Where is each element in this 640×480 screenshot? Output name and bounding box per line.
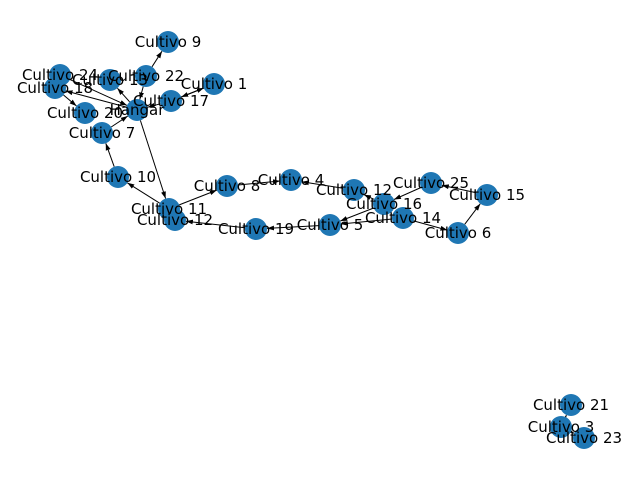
edge-cultivo-7-to-hangar (110, 115, 129, 128)
node-cultivo-12-right[interactable] (343, 179, 365, 201)
edge-cultivo-3-to-cultivo-21 (561, 414, 567, 423)
node-label-hangar: Hangar (110, 101, 166, 119)
node-label-cultivo-12-left: Cultivo 12 (137, 211, 213, 229)
node-cultivo-7[interactable] (91, 122, 113, 144)
node-cultivo-8[interactable] (216, 175, 238, 197)
edge-cultivo-25-to-cultivo-16 (393, 187, 422, 200)
node-label-cultivo-3: Cultivo 3 (528, 418, 595, 436)
node-label-cultivo-13: Cultivo 13 (72, 71, 148, 89)
node-cultivo-13[interactable] (99, 69, 121, 91)
node-cultivo-5[interactable] (319, 214, 341, 236)
node-label-cultivo-22: Cultivo 22 (108, 67, 184, 85)
node-label-cultivo-5: Cultivo 5 (297, 216, 364, 234)
edge-cultivo-5-to-cultivo-19 (266, 225, 320, 231)
node-label-cultivo-1: Cultivo 1 (181, 75, 248, 93)
node-cultivo-16[interactable] (373, 193, 395, 215)
node-label-cultivo-11: Cultivo 11 (131, 200, 207, 218)
node-cultivo-10[interactable] (107, 166, 129, 188)
edges-layer (63, 50, 575, 434)
node-hangar[interactable] (126, 99, 148, 121)
edge-cultivo-12-right-to-cultivo-4 (301, 180, 344, 189)
edge-cultivo-22-to-cultivo-9 (151, 50, 163, 68)
edge-cultivo-14-to-cultivo-6 (413, 220, 448, 231)
node-label-cultivo-17: Cultivo 17 (133, 92, 209, 110)
edge-cultivo-11-to-cultivo-8 (179, 189, 217, 206)
node-label-cultivo-21: Cultivo 21 (533, 396, 609, 414)
edge-cultivo-14-to-cultivo-5 (340, 218, 393, 226)
node-cultivo-6[interactable] (447, 222, 469, 244)
edge-hangar-to-cultivo-18 (65, 90, 127, 108)
node-label-cultivo-14: Cultivo 14 (365, 209, 441, 227)
node-label-cultivo-20: Cultivo 20 (47, 104, 123, 122)
node-cultivo-9[interactable] (157, 31, 179, 53)
node-label-cultivo-15: Cultivo 15 (449, 186, 525, 204)
node-label-cultivo-24: Cultivo 24 (22, 66, 98, 84)
edge-cultivo-24-to-hangar (69, 79, 128, 106)
node-cultivo-22[interactable] (135, 65, 157, 87)
edge-cultivo-16-to-cultivo-12-right (363, 194, 375, 200)
edge-cultivo-22-to-hangar (139, 86, 144, 100)
edge-cultivo-19-to-cultivo-12-left (185, 219, 246, 229)
node-cultivo-4[interactable] (280, 169, 302, 191)
node-label-cultivo-9: Cultivo 9 (135, 33, 202, 51)
node-cultivo-17[interactable] (160, 90, 182, 112)
node-cultivo-19[interactable] (245, 218, 267, 240)
node-label-cultivo-8: Cultivo 8 (194, 177, 261, 195)
node-cultivo-23[interactable] (573, 427, 595, 449)
node-label-cultivo-18: Cultivo 18 (17, 79, 93, 97)
edge-cultivo-17-to-cultivo-1 (181, 87, 204, 98)
node-cultivo-15[interactable] (476, 184, 498, 206)
nodes-layer (44, 31, 595, 449)
node-label-cultivo-25: Cultivo 25 (393, 174, 469, 192)
node-label-cultivo-6: Cultivo 6 (425, 224, 492, 242)
node-cultivo-3[interactable] (550, 416, 572, 438)
edge-cultivo-15-to-cultivo-25 (441, 184, 477, 194)
node-label-cultivo-4: Cultivo 4 (258, 171, 325, 189)
node-cultivo-24[interactable] (49, 64, 71, 86)
edge-cultivo-18-to-cultivo-20 (63, 94, 77, 107)
edge-cultivo-17-to-hangar (147, 103, 161, 108)
edge-cultivo-3-to-cultivo-23 (566, 427, 575, 434)
edge-cultivo-8-to-cultivo-4 (237, 179, 281, 186)
node-label-cultivo-23: Cultivo 23 (546, 429, 622, 447)
node-cultivo-12-left[interactable] (164, 209, 186, 231)
node-label-cultivo-16: Cultivo 16 (346, 195, 422, 213)
edge-hangar-to-cultivo-13 (117, 87, 130, 103)
node-cultivo-1[interactable] (203, 73, 225, 95)
node-label-cultivo-12-right: Cultivo 12 (316, 181, 392, 199)
node-cultivo-21[interactable] (560, 394, 582, 416)
node-label-cultivo-7: Cultivo 7 (69, 124, 136, 142)
node-label-cultivo-10: Cultivo 10 (80, 168, 156, 186)
edge-cultivo-10-to-cultivo-7 (105, 143, 115, 167)
edge-cultivo-11-to-cultivo-10 (127, 182, 160, 204)
node-cultivo-14[interactable] (392, 207, 414, 229)
node-cultivo-20[interactable] (74, 102, 96, 124)
node-cultivo-25[interactable] (420, 172, 442, 194)
edge-hangar-to-cultivo-11 (139, 120, 167, 199)
edge-cultivo-6-to-cultivo-15 (464, 203, 481, 225)
edge-cultivo-16-to-cultivo-5 (340, 207, 374, 222)
node-label-cultivo-19: Cultivo 19 (218, 220, 294, 238)
